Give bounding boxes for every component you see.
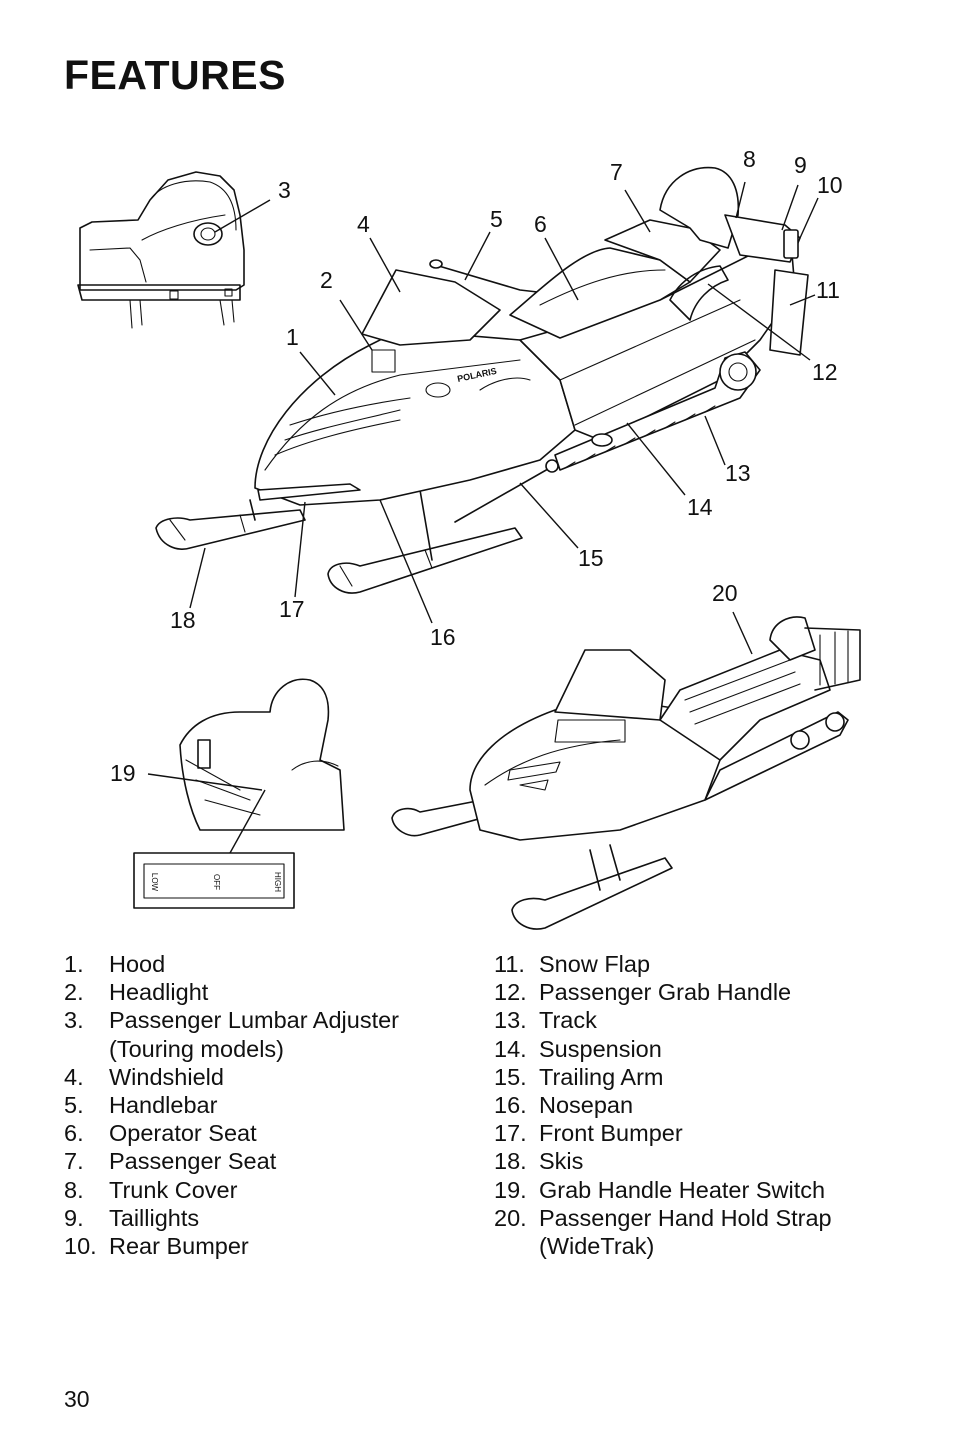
legend-item: 8.Trunk Cover — [64, 1176, 238, 1203]
legend-item: 13.Track — [494, 1007, 597, 1034]
callout-17: 17 — [279, 596, 305, 622]
page-title: FEATURES — [64, 52, 286, 98]
legend-item: 5.Handlebar — [64, 1092, 218, 1119]
callout-1: 1 — [286, 324, 299, 350]
legend-item: 9.Taillights — [64, 1204, 200, 1231]
legend-item: 15.Trailing Arm — [494, 1063, 664, 1090]
switch-label-high: HIGH — [273, 872, 282, 892]
passenger-seat-inset — [77, 171, 245, 329]
callout-10: 10 — [817, 172, 843, 198]
legend-item: 1.Hood — [64, 951, 166, 977]
callout-20: 20 — [712, 580, 738, 606]
callout-19: 19 — [110, 760, 136, 786]
legend-item: 19.Grab Handle Heater Switch — [494, 1176, 826, 1203]
snowmobile-features-figure: 1 2 3 4 5 6 7 8 9 10 11 12 13 14 15 16 1… — [77, 146, 861, 930]
callout-11: 11 — [816, 277, 840, 303]
callout-16: 16 — [430, 624, 456, 650]
callout-5: 5 — [490, 206, 503, 232]
legend-item: 6.Operator Seat — [64, 1120, 257, 1147]
callout-2: 2 — [320, 267, 333, 293]
heater-switch-inset — [133, 678, 345, 909]
callout-8: 8 — [743, 146, 756, 172]
leader-lines — [147, 181, 819, 854]
legend-item: 14.Suspension — [494, 1035, 662, 1062]
touring-snowmobile-drawing — [155, 166, 809, 594]
legend-item: 3.Passenger Lumbar Adjuster(Touring mode… — [64, 1007, 399, 1062]
callout-6: 6 — [534, 211, 547, 237]
callout-3: 3 — [278, 177, 291, 203]
callout-18: 18 — [170, 607, 196, 633]
legend-item: 17.Front Bumper — [494, 1120, 683, 1147]
switch-label-low: LOW — [150, 873, 159, 892]
legend-item: 7.Passenger Seat — [64, 1148, 277, 1175]
callout-15: 15 — [578, 545, 604, 571]
legend-column-1: 1.Hood 2.Headlight 3.Passenger Lumbar Ad… — [64, 950, 464, 1260]
switch-label-off: OFF — [212, 874, 221, 890]
legend-item: 10.Rear Bumper — [64, 1233, 249, 1260]
callout-numbers: 1 2 3 4 5 6 7 8 9 10 11 12 13 14 15 16 1… — [110, 146, 843, 786]
legend-item: 4.Windshield — [64, 1063, 224, 1090]
callout-4: 4 — [357, 211, 370, 237]
legend-item: 2.Headlight — [64, 979, 209, 1006]
legend-item: 12.Passenger Grab Handle — [494, 979, 792, 1006]
legend-item: 11.Snow Flap — [494, 951, 651, 977]
page-number: 30 — [64, 1386, 90, 1412]
legend-column-2: 11.Snow Flap 12.Passenger Grab Handle 13… — [494, 950, 914, 1260]
callout-7: 7 — [610, 159, 623, 185]
callout-14: 14 — [687, 494, 713, 520]
callout-9: 9 — [794, 152, 807, 178]
callout-13: 13 — [725, 460, 751, 486]
widetrak-snowmobile-drawing — [391, 616, 861, 930]
legend-item: 20.Passenger Hand Hold Strap(WideTrak) — [494, 1204, 832, 1260]
legend-item: 18.Skis — [494, 1148, 584, 1175]
legend-item: 16.Nosepan — [494, 1092, 634, 1119]
callout-12: 12 — [812, 359, 838, 385]
